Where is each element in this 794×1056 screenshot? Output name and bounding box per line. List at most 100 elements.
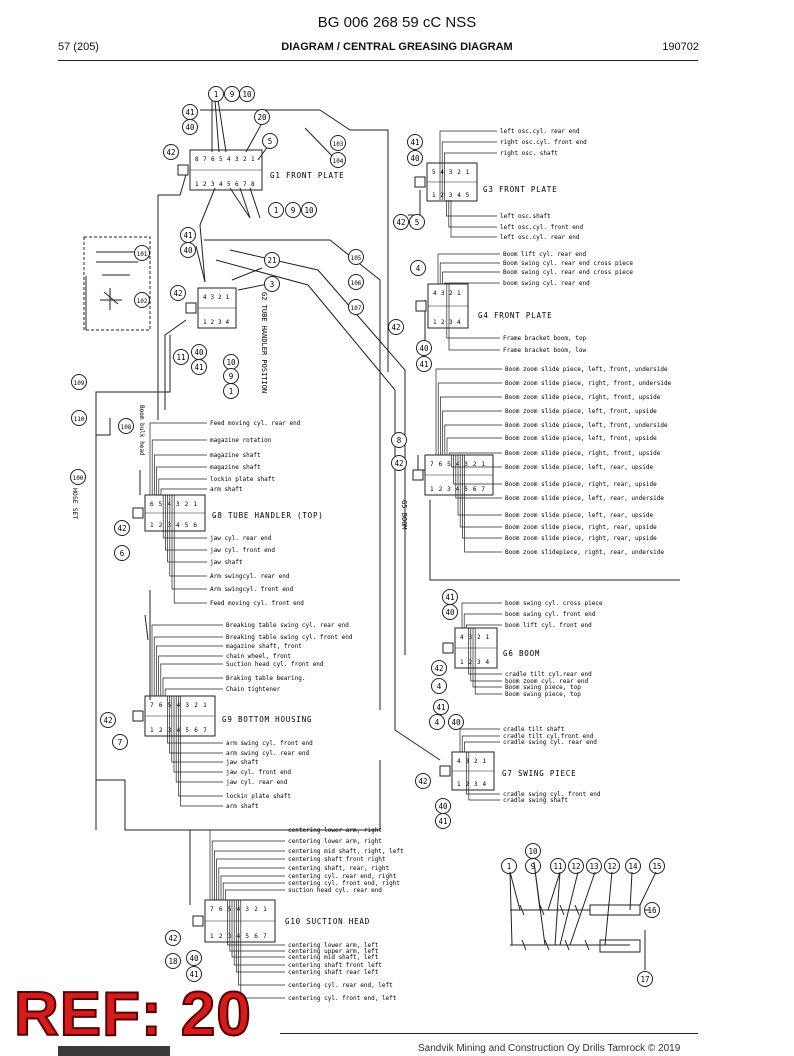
callout-number: 109 xyxy=(74,380,85,387)
port-number: 3 xyxy=(464,461,468,468)
callout-circle xyxy=(391,455,407,471)
block-g9-label: G9 BOTTOM HOUSING xyxy=(222,715,312,724)
callout-circle xyxy=(301,202,317,218)
g6-point-label: boom lift cyl. front end xyxy=(505,622,592,629)
callout-number: 41 xyxy=(419,360,428,369)
callout-circle xyxy=(254,109,270,125)
callout-41: 41 xyxy=(416,356,432,372)
callout-number: 12 xyxy=(571,862,580,871)
g10-leader-line xyxy=(240,900,285,999)
callout-10: 10 xyxy=(525,843,541,859)
callout-109: 109 xyxy=(71,374,87,390)
port-number: 8 xyxy=(195,156,199,163)
callout-circle xyxy=(330,152,346,168)
g10-leader-line xyxy=(220,875,285,900)
callout-20: 20 xyxy=(254,109,270,125)
callout-number: 42 xyxy=(391,323,400,332)
callout-1: 1 xyxy=(268,202,284,218)
g8-leader-line xyxy=(158,478,207,495)
hose-set-label: HOSE SET xyxy=(71,488,79,519)
port-number: 4 xyxy=(457,319,461,326)
g5-point-label: Boom zoom slide piece, right, front, ups… xyxy=(505,394,661,401)
callout-number: 17 xyxy=(640,975,649,984)
port-number: 5 xyxy=(245,933,249,940)
callout-circle xyxy=(429,714,445,730)
g5-point-label: Boom zoom slide piece, left, front, upsi… xyxy=(505,435,657,442)
callout-number: 40 xyxy=(445,608,455,617)
port-number: 2 xyxy=(473,461,477,468)
callout-42: 42 xyxy=(388,319,404,335)
g8-point-label: lockin plate shaft xyxy=(210,476,275,483)
port-number: 3 xyxy=(211,294,215,301)
callout-42: 42 xyxy=(165,930,181,946)
callout-circle xyxy=(637,971,653,987)
g10-point-label: centering shaft front right xyxy=(288,856,386,863)
port-number: 3 xyxy=(235,156,239,163)
footer-divider xyxy=(280,1033,698,1034)
callout-number: 21 xyxy=(267,256,276,265)
g10-leader-line xyxy=(231,900,285,958)
callout-number: 42 xyxy=(168,934,177,943)
g10-point-label: centering cyl. front end, left xyxy=(288,995,397,1002)
callout-41: 41 xyxy=(180,227,196,243)
callout-circle xyxy=(431,678,447,694)
callout-3: 3 xyxy=(264,276,280,292)
callout-circle xyxy=(118,418,134,434)
g10-point-label: centering upper arm, left xyxy=(288,948,379,955)
g9-leader-line xyxy=(156,645,223,696)
callout-18: 18 xyxy=(165,953,181,969)
g8-leader-line xyxy=(169,495,207,577)
callout-number: 42 xyxy=(394,459,403,468)
callout-circle xyxy=(391,432,407,448)
g3-leader-line xyxy=(439,130,497,200)
port-number: 3 xyxy=(245,906,249,913)
g10-leader-line xyxy=(214,850,285,900)
callout-number: 100 xyxy=(73,475,84,482)
callout-40: 40 xyxy=(448,714,464,730)
port-number: 2 xyxy=(243,156,247,163)
port-number: 1 xyxy=(150,522,154,529)
g10-leader-line xyxy=(227,900,285,946)
callout-number: 110 xyxy=(74,416,85,423)
g4-point-label: Boom swing cyl. rear end cross piece xyxy=(503,269,633,276)
grease-nipple xyxy=(185,302,197,314)
block-g8-label: G8 TUBE HANDLER (TOP) xyxy=(212,511,324,520)
callout-number: 4 xyxy=(416,264,421,273)
g9-point-label: lockin plate shaft xyxy=(226,793,291,800)
g10-point-label: centering lower arm, right xyxy=(288,827,382,834)
g4-point-label: Frame bracket boom, top xyxy=(503,335,586,342)
callout-circle xyxy=(348,274,364,290)
g10-leader-line xyxy=(233,900,285,966)
callout-circle xyxy=(393,214,409,230)
callout-number: 4 xyxy=(435,718,440,727)
callout-42: 42 xyxy=(100,712,116,728)
port-number: 4 xyxy=(433,290,437,297)
g4-leader-line xyxy=(448,284,500,351)
callout-12: 12 xyxy=(568,858,584,874)
port-number: 1 xyxy=(432,192,436,199)
callout-circle xyxy=(416,356,432,372)
page-number: 57 (205) xyxy=(58,41,99,53)
callout-100: 100 xyxy=(70,469,86,485)
callout-number: 14 xyxy=(628,862,638,871)
callout-number: 3 xyxy=(270,280,275,289)
g6-leader-line xyxy=(468,628,502,675)
g6-point-label: Boom swing piece, top xyxy=(505,691,581,698)
callout-number: 40 xyxy=(185,123,195,132)
callout-108: 108 xyxy=(118,418,134,434)
g5-leader-line xyxy=(453,455,502,485)
callout-41: 41 xyxy=(442,589,458,605)
callout-number: 40 xyxy=(410,154,420,163)
g4-leader-line xyxy=(446,284,500,339)
callout-circle xyxy=(285,202,301,218)
g7-leader-line xyxy=(468,752,500,801)
g8-leader-line xyxy=(173,495,207,604)
g9-point-label: jaw cyl. rear end xyxy=(226,779,288,786)
g4-leader-line xyxy=(439,262,500,284)
port-number: 4 xyxy=(227,156,231,163)
callout-circle xyxy=(649,858,665,874)
block-g7-label: G7 SWING PIECE xyxy=(502,769,576,778)
callout-42: 42 xyxy=(114,520,130,536)
port-number: 1 xyxy=(483,758,487,765)
